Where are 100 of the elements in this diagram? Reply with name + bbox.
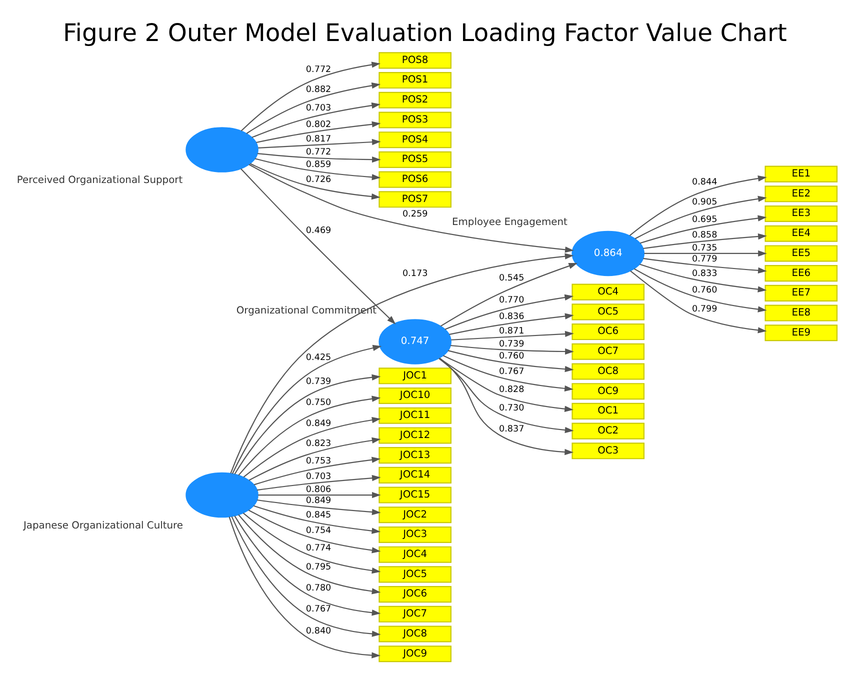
arrow: [439, 357, 574, 455]
arrow: [643, 232, 767, 249]
node-box: EE1: [764, 165, 838, 182]
edge-label: 0.779: [692, 254, 718, 264]
arrow: [248, 436, 381, 480]
node-label: Perceived Organizational Support: [16, 174, 183, 186]
edge-label: 0.823: [306, 438, 332, 448]
node-box: POS1: [378, 72, 452, 88]
node-box: JOC2: [378, 506, 452, 523]
node-box: JOC13: [378, 446, 452, 464]
node-box: OC7: [572, 342, 644, 360]
node-box: OC9: [572, 382, 644, 400]
arrow: [228, 516, 381, 658]
arrow: [448, 350, 574, 372]
edge-label: 0.837: [498, 424, 524, 434]
edge-label: 0.425: [306, 352, 332, 362]
node-box: OC2: [572, 422, 644, 439]
node-box: JOC11: [378, 406, 452, 424]
edge-label: 0.859: [306, 159, 332, 170]
arrow: [240, 168, 396, 324]
edge-label: 0.817: [306, 134, 332, 144]
edge-label: 0.858: [692, 230, 718, 240]
edge-label: 0.760: [498, 351, 524, 362]
arrow: [246, 82, 381, 134]
arrow: [634, 195, 767, 239]
arrow: [257, 498, 381, 515]
edge-label: 0.767: [498, 366, 524, 377]
arrow: [230, 252, 574, 474]
edge-label: 0.735: [692, 243, 718, 254]
node-label: Employee Engagement: [452, 216, 568, 228]
edge-label: 0.780: [306, 582, 332, 593]
edge-label: 0.845: [306, 510, 332, 520]
edge-label: 0.828: [498, 384, 524, 394]
edge-label: 0.836: [498, 311, 524, 322]
edge-label: 0.739: [498, 339, 524, 350]
arrow: [258, 491, 381, 498]
edge-label: 0.767: [306, 604, 332, 614]
edge-label: 0.795: [306, 562, 332, 572]
arrow: [234, 515, 381, 616]
edge-label: 0.840: [306, 626, 332, 636]
arrow: [257, 474, 381, 490]
edge-label: 0.726: [306, 174, 332, 185]
node-ellipse: 0.747: [378, 318, 452, 364]
node-box: JOC7: [378, 605, 452, 622]
node-label: Japanese Organizational Culture: [23, 520, 183, 531]
arrow: [254, 456, 381, 485]
node-box: OC5: [572, 303, 644, 320]
node-box: OC6: [572, 323, 644, 340]
node-box: EE7: [764, 284, 838, 301]
node-box: POS3: [378, 111, 452, 128]
node-box: EE9: [764, 324, 838, 341]
diagram-title: Figure 2 Outer Model Evaluation Loading Factor Value Chart: [63, 18, 787, 47]
edge-label: 0.753: [306, 456, 332, 466]
arrow: [634, 268, 767, 312]
node-box: JOC6: [378, 586, 452, 602]
arrow: [258, 138, 381, 148]
arrow: [243, 416, 381, 478]
node-box: EE3: [764, 204, 838, 222]
edge-label: 0.703: [306, 103, 332, 114]
edge-label: 0.695: [692, 214, 718, 224]
edge-label: 0.469: [306, 225, 332, 236]
node-box: JOC15: [378, 486, 452, 503]
arrow: [630, 270, 767, 333]
node-box: POS4: [378, 131, 452, 148]
arrow: [250, 162, 380, 200]
edge-label: 0.799: [692, 304, 718, 314]
edge-label: 0.760: [692, 285, 718, 296]
node-box: POS7: [378, 190, 452, 208]
arrow: [256, 120, 381, 143]
node-box: JOC1: [378, 367, 452, 384]
node-box: OC3: [572, 442, 644, 459]
edge-label: 0.806: [306, 484, 332, 495]
arrow: [444, 294, 574, 330]
node-box: POS2: [378, 91, 452, 108]
edge-label: 0.844: [692, 176, 718, 187]
edge-label: 0.739: [306, 376, 332, 387]
arrow: [234, 374, 381, 474]
arrow: [231, 516, 381, 636]
node-ellipse: 0.864: [572, 230, 644, 276]
arrow: [240, 61, 381, 131]
edge-label: 0.703: [306, 471, 332, 482]
arrow: [238, 395, 381, 476]
arrow: [640, 214, 767, 244]
node-box: OC1: [572, 402, 644, 419]
arrow: [242, 512, 381, 574]
node-box: JOC4: [378, 546, 452, 562]
arrow: [643, 257, 767, 274]
node-box: EE8: [764, 304, 838, 321]
node-box: JOC14: [378, 466, 452, 483]
edge-label: 0.833: [692, 268, 718, 278]
arrow: [440, 262, 578, 326]
arrow: [450, 344, 574, 354]
edge-label: 0.772: [306, 64, 332, 74]
node-box: POS8: [378, 52, 452, 68]
edge-label: 0.802: [306, 120, 332, 130]
edge-label: 0.849: [306, 418, 332, 428]
node-box: JOC5: [378, 566, 452, 582]
node-box: EE6: [764, 264, 838, 282]
edge-label: 0.772: [306, 147, 332, 158]
arrow: [451, 330, 574, 340]
